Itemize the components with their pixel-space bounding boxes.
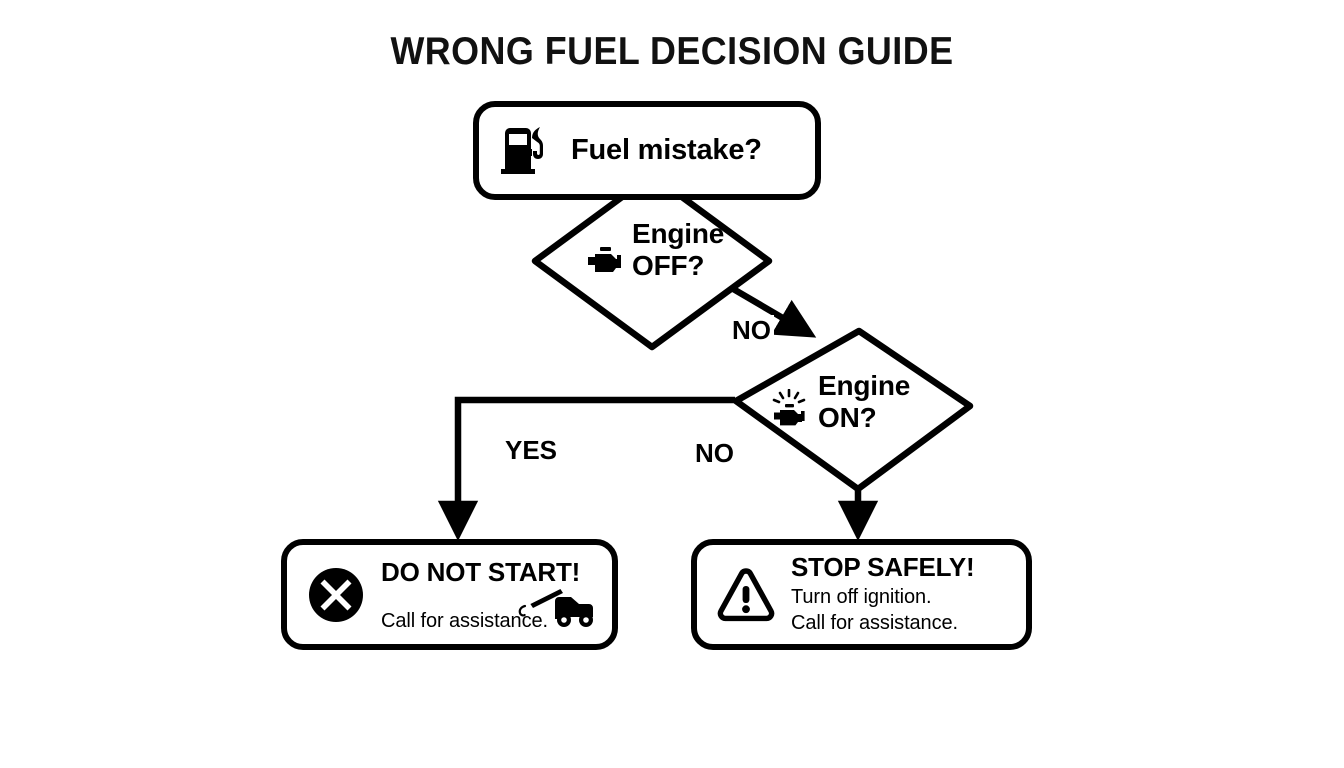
circle-x-icon: [307, 566, 365, 624]
do-not-start-subtitle: Call for assistance.: [381, 609, 548, 632]
page-title: WRONG FUEL DECISION GUIDE: [390, 30, 954, 73]
engine-block-icon: [588, 246, 624, 276]
engine-on-content: Engine ON?: [771, 370, 961, 433]
engine-off-line2: OFF?: [632, 249, 705, 281]
edge-label-yes-to-do-not-start: YES: [502, 435, 561, 466]
warning-triangle-icon: [717, 566, 775, 624]
engine-on-line1: Engine: [818, 370, 911, 401]
node-engine-on-label: Engine ON?: [818, 370, 910, 433]
edge-yes-engine-on-to-do-not-start: [437, 396, 735, 542]
node-engine-off-label: Engine OFF?: [632, 218, 724, 281]
stop-safely-text: STOP SAFELY! Turn off ignition. Call for…: [791, 552, 975, 636]
edge-label-no-to-stop-safely: NO: [692, 438, 737, 469]
node-engine-off[interactable]: Engine OFF?: [530, 170, 774, 352]
do-not-start-text: DO NOT START! Call for assistance.: [381, 557, 580, 633]
stop-safely-subtitle-2: Call for assistance.: [791, 612, 958, 634]
edge-label-no-to-engine-on: NO: [729, 315, 774, 346]
node-fuel-mistake[interactable]: Fuel mistake?: [473, 101, 821, 200]
node-stop-safely[interactable]: STOP SAFELY! Turn off ignition. Call for…: [691, 539, 1032, 650]
engine-off-content: Engine OFF?: [588, 218, 764, 281]
do-not-start-content: DO NOT START! Call for assistance.: [287, 545, 612, 644]
do-not-start-heading: DO NOT START!: [381, 556, 581, 587]
stop-safely-content: STOP SAFELY! Turn off ignition. Call for…: [697, 545, 1026, 644]
engine-on-diamond-shape: [732, 327, 974, 493]
tow-truck-icon: [511, 589, 597, 629]
node-engine-on[interactable]: Engine ON?: [731, 326, 975, 494]
stop-safely-heading: STOP SAFELY!: [791, 552, 975, 583]
engine-running-icon: [771, 388, 811, 429]
fuel-pump-icon: [501, 125, 547, 177]
engine-on-line2: ON?: [818, 401, 877, 433]
engine-off-diamond-shape: [531, 171, 773, 351]
edge-no-engine-off-to-engine-on: [721, 280, 817, 338]
stop-safely-subtitle-1: Turn off ignition.: [791, 586, 932, 609]
node-do-not-start[interactable]: DO NOT START! Call for assistance.: [281, 539, 618, 650]
engine-off-line1: Engine: [632, 218, 725, 249]
node-fuel-mistake-label: Fuel mistake?: [571, 134, 762, 166]
